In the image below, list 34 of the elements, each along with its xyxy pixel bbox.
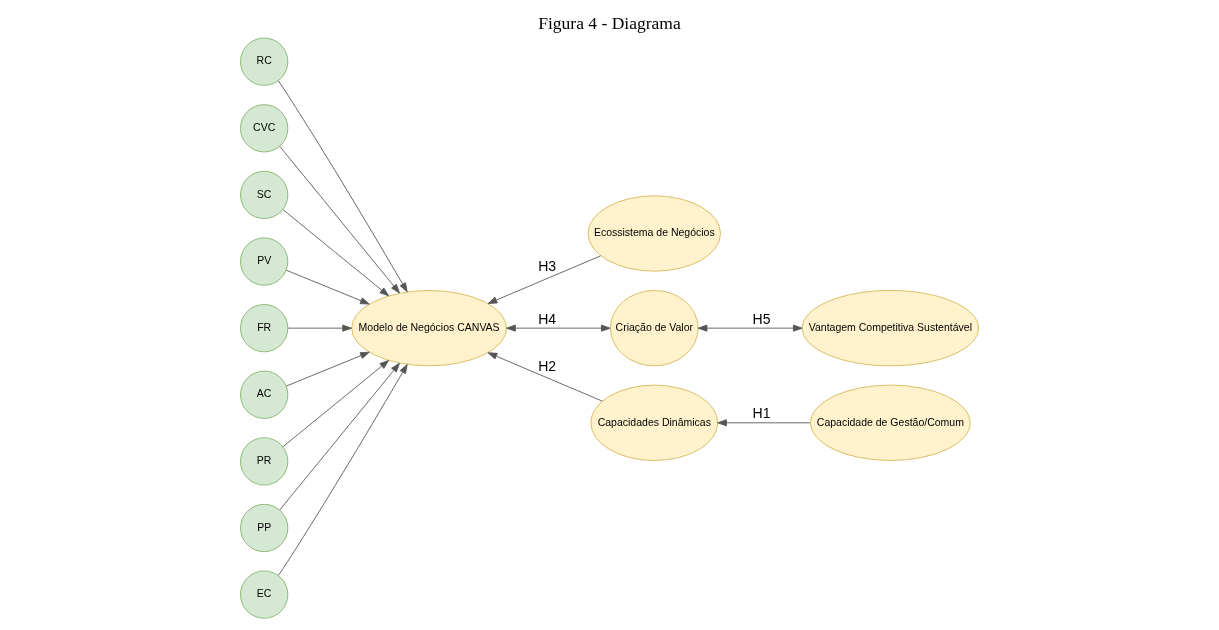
edge-label: H4	[538, 310, 557, 327]
arrow	[487, 352, 603, 402]
edge-label: H3	[538, 258, 557, 274]
node-circle: CVC	[240, 104, 289, 153]
edge-label: H2	[538, 357, 557, 374]
arrow	[285, 351, 370, 387]
arrow	[287, 324, 352, 332]
arrow	[282, 209, 390, 297]
diagram-title: Figura 4 - Diagrama	[538, 13, 681, 34]
arrow	[285, 269, 370, 305]
node-circle: AC	[240, 370, 289, 419]
node-ellipse: Criação de Valor	[610, 290, 699, 367]
node-circle: PR	[240, 437, 289, 486]
node-circle: RC	[240, 37, 289, 86]
arrow	[717, 419, 811, 427]
arrow	[697, 324, 803, 332]
node-ellipse: Vantagem Competitiva Sustentável	[801, 290, 979, 367]
node-circle: SC	[240, 170, 289, 220]
node-ellipse: Ecossistema de Negócios	[587, 195, 721, 272]
edge-label: H1	[752, 405, 771, 422]
node-ellipse: Capacidades Dinâmicas	[590, 384, 719, 461]
arrow	[278, 364, 408, 576]
node-circle: FR	[240, 304, 289, 353]
arrow	[487, 255, 601, 304]
node-circle: PV	[240, 237, 289, 286]
arrow	[278, 80, 408, 293]
arrow	[279, 145, 400, 294]
arrow	[279, 362, 400, 511]
node-circle: PP	[240, 503, 289, 553]
node-ellipse: Capacidade de Gestão/Comum	[810, 384, 971, 461]
edge-label: H5	[752, 310, 771, 327]
arrow	[506, 324, 611, 332]
arrow	[282, 360, 390, 448]
node-circle: EC	[240, 570, 289, 619]
